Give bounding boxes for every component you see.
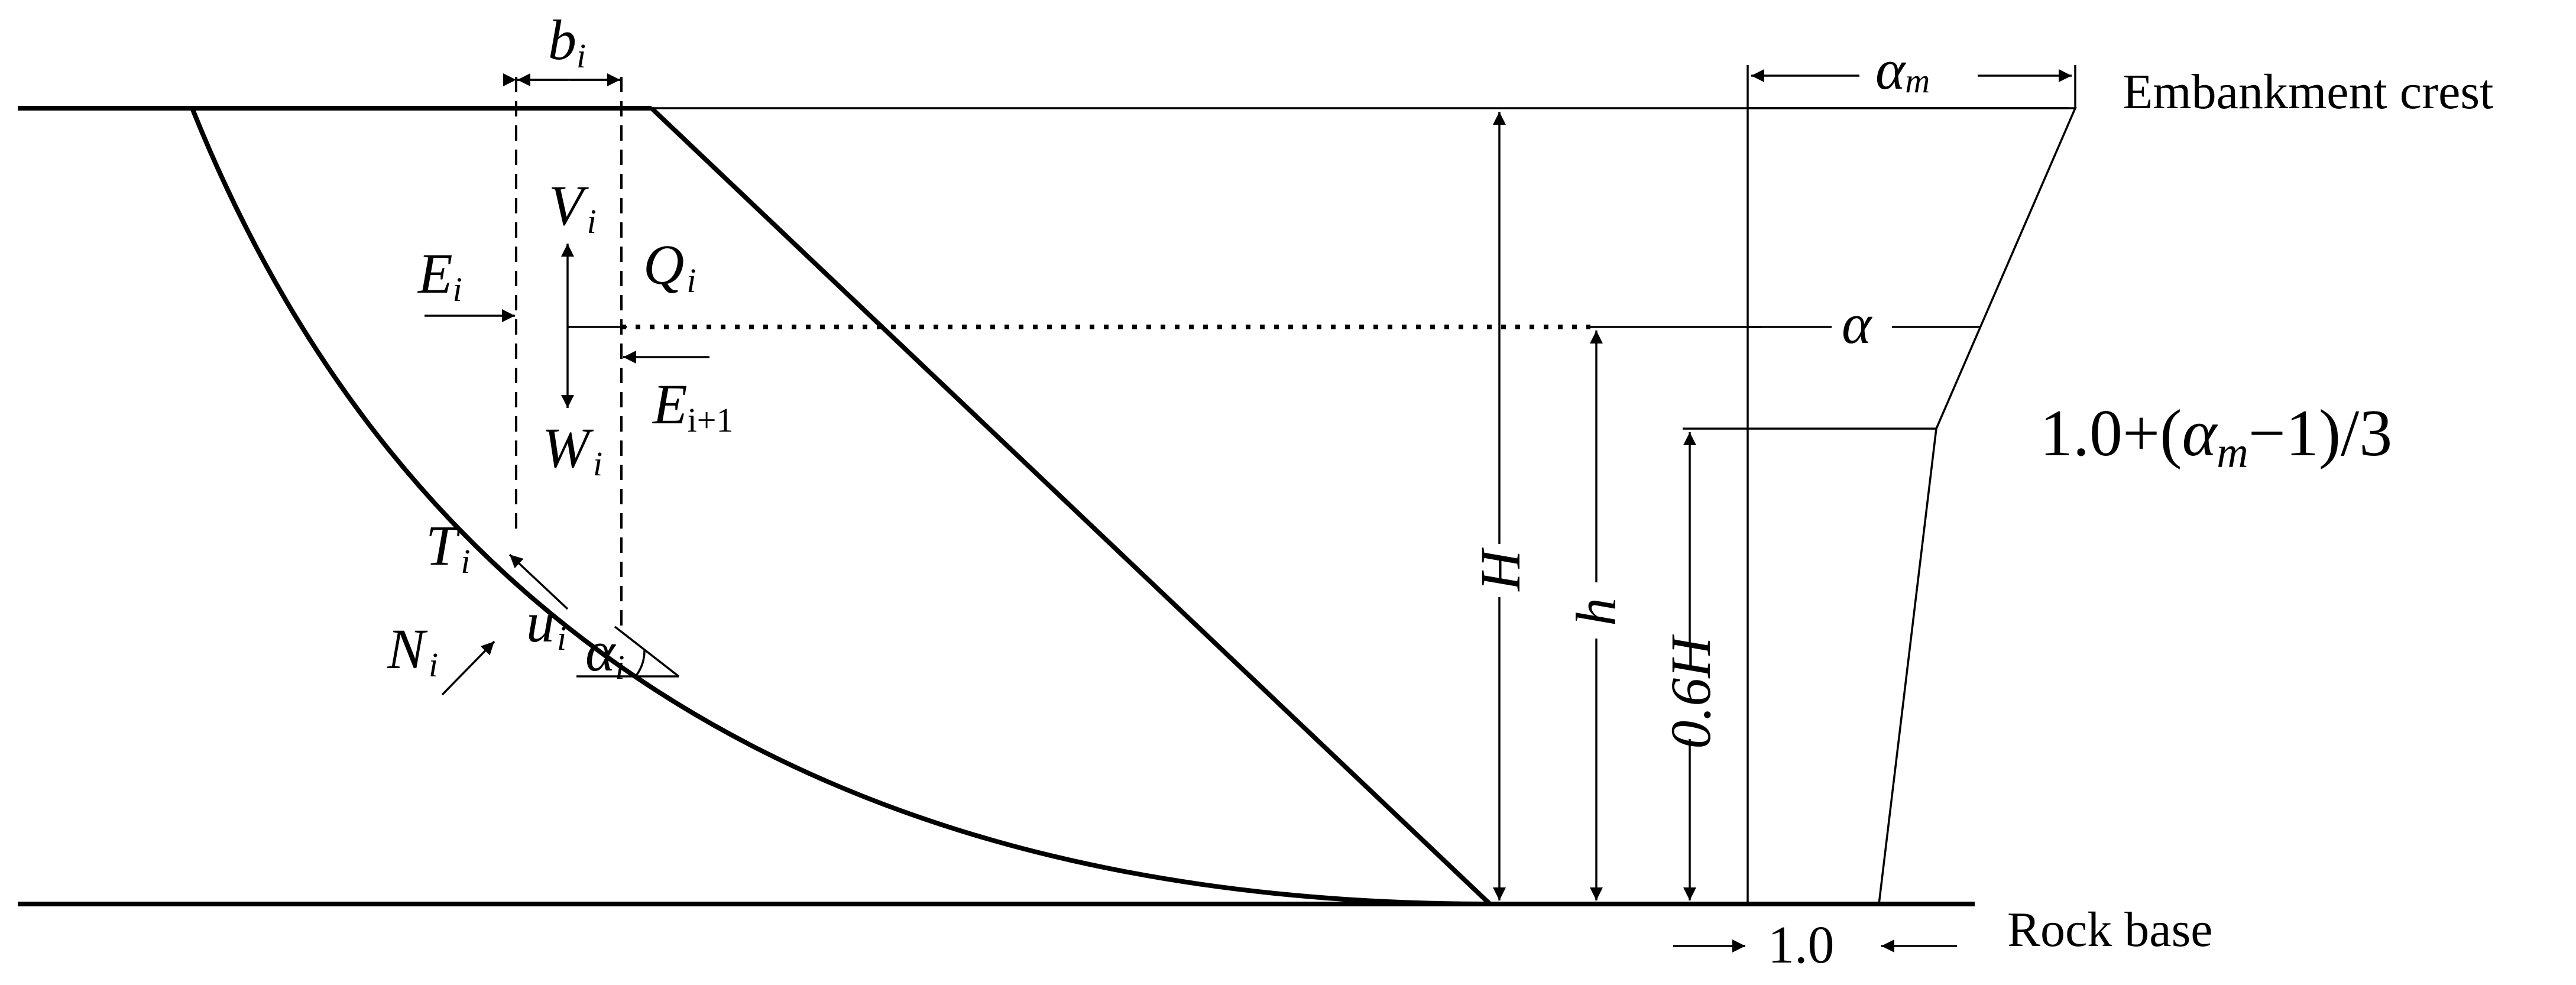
normal-force-arrow: [441, 640, 495, 696]
height-0.6H-label: 0.6H: [1659, 634, 1722, 749]
height-h-label: h: [1564, 598, 1628, 626]
pore-pressure-label: ui: [526, 591, 566, 657]
embankment-crest-label: Embankment crest: [2123, 64, 2493, 119]
base-angle-label: αi: [585, 620, 625, 686]
horizontal-force-label: Qi: [643, 233, 696, 300]
angle-arc: [634, 649, 646, 678]
height-0.6H-dimension: [1683, 427, 1936, 900]
shear-force-arrow: [508, 553, 569, 610]
alpha-m-label: αm: [1875, 38, 1930, 101]
alpha-m-dimension: [1751, 65, 2076, 108]
alpha-label: α: [1842, 292, 1872, 355]
interslice-force-left-label: Ei: [417, 242, 462, 309]
height-h-dimension: [1590, 326, 1762, 900]
height-H-label: H: [1469, 547, 1532, 592]
amplification-profile: [1748, 107, 2077, 905]
base-value-label: 1.0: [1768, 916, 1835, 974]
slope-face: [650, 106, 1492, 906]
amplification-formula: 1.0+(αm−1)/3: [2040, 397, 2392, 477]
rock-base-label: Rock base: [2007, 902, 2213, 957]
slip-surface: [190, 107, 1490, 906]
slice-width-label: bi: [548, 8, 586, 75]
interslice-force-right-label: Ei+1: [652, 372, 733, 439]
angle-slope-line: [614, 626, 680, 678]
